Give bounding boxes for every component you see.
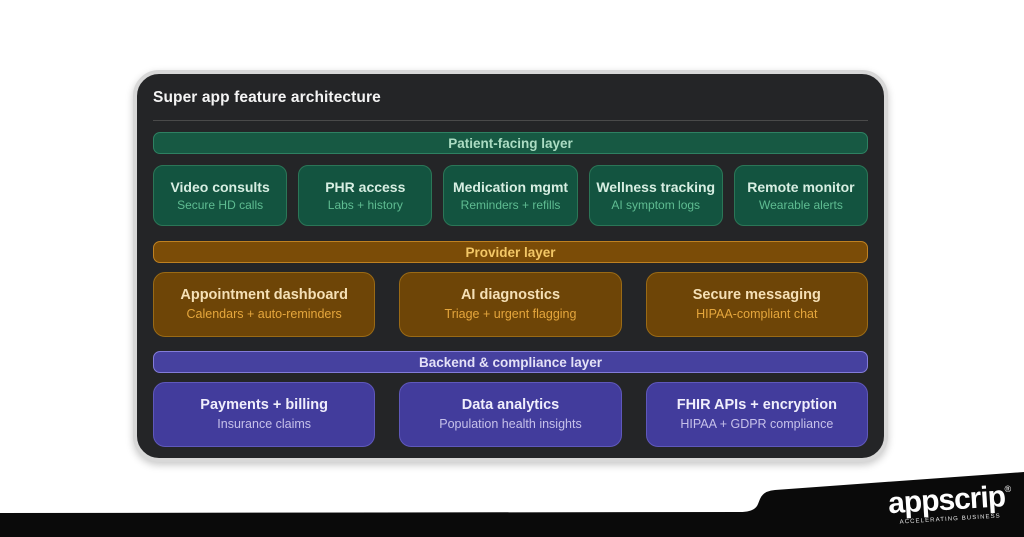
- feature-card-medication-mgmt: Medication mgmt Reminders + refills: [443, 165, 578, 226]
- card-subtitle: Insurance claims: [217, 416, 312, 431]
- card-subtitle: Wearable alerts: [759, 197, 843, 212]
- card-subtitle: Reminders + refills: [460, 197, 561, 212]
- card-subtitle: Secure HD calls: [177, 197, 264, 212]
- feature-card-phr-access: PHR access Labs + history: [298, 165, 433, 226]
- card-title: FHIR APIs + encryption: [676, 396, 837, 413]
- card-subtitle: AI symptom logs: [611, 197, 701, 212]
- card-subtitle: Calendars + auto-reminders: [186, 306, 342, 321]
- card-title: Video consults: [170, 178, 270, 195]
- architecture-panel: Super app feature architecture Patient-f…: [133, 70, 888, 462]
- card-title: PHR access: [325, 178, 406, 195]
- card-title: Wellness tracking: [596, 178, 716, 195]
- feature-card-data-analytics: Data analytics Population health insight…: [399, 382, 622, 447]
- card-title: Medication mgmt: [452, 178, 569, 195]
- title-divider: [153, 120, 868, 121]
- card-title: Data analytics: [461, 396, 560, 413]
- footer-band: [0, 472, 1024, 537]
- layer-bar-patient-facing: Patient-facing layer: [153, 132, 868, 154]
- card-title: AI diagnostics: [460, 286, 561, 303]
- card-title: Secure messaging: [692, 286, 821, 303]
- feature-card-wellness-tracking: Wellness tracking AI symptom logs: [588, 165, 723, 226]
- feature-card-fhir-apis: FHIR APIs + encryption HIPAA + GDPR comp…: [645, 382, 868, 447]
- feature-card-appointment-dashboard: Appointment dashboard Calendars + auto-r…: [153, 272, 376, 337]
- card-title: Payments + billing: [200, 396, 329, 413]
- card-subtitle: Triage + urgent flagging: [444, 306, 577, 321]
- card-subtitle: HIPAA + GDPR compliance: [680, 416, 834, 431]
- card-subtitle: Population health insights: [439, 416, 582, 431]
- registered-mark-icon: ®: [1004, 483, 1012, 495]
- layer-bar-backend-compliance: Backend & compliance layer: [153, 351, 868, 373]
- card-title: Appointment dashboard: [180, 286, 348, 303]
- card-title: Remote monitor: [747, 178, 855, 195]
- feature-card-secure-messaging: Secure messaging HIPAA-compliant chat: [645, 272, 868, 337]
- backend-card-row: Payments + billing Insurance claims Data…: [153, 382, 868, 447]
- card-subtitle: HIPAA-compliant chat: [696, 306, 818, 321]
- feature-card-payments-billing: Payments + billing Insurance claims: [153, 382, 376, 447]
- layer-bar-provider: Provider layer: [153, 241, 868, 263]
- feature-card-video-consults: Video consults Secure HD calls: [153, 165, 288, 226]
- feature-card-remote-monitor: Remote monitor Wearable alerts: [733, 165, 869, 226]
- card-subtitle: Labs + history: [327, 197, 403, 212]
- feature-card-ai-diagnostics: AI diagnostics Triage + urgent flagging: [399, 272, 622, 337]
- provider-card-row: Appointment dashboard Calendars + auto-r…: [153, 272, 868, 337]
- patient-facing-card-row: Video consults Secure HD calls PHR acces…: [153, 165, 869, 226]
- page-title: Super app feature architecture: [153, 89, 381, 106]
